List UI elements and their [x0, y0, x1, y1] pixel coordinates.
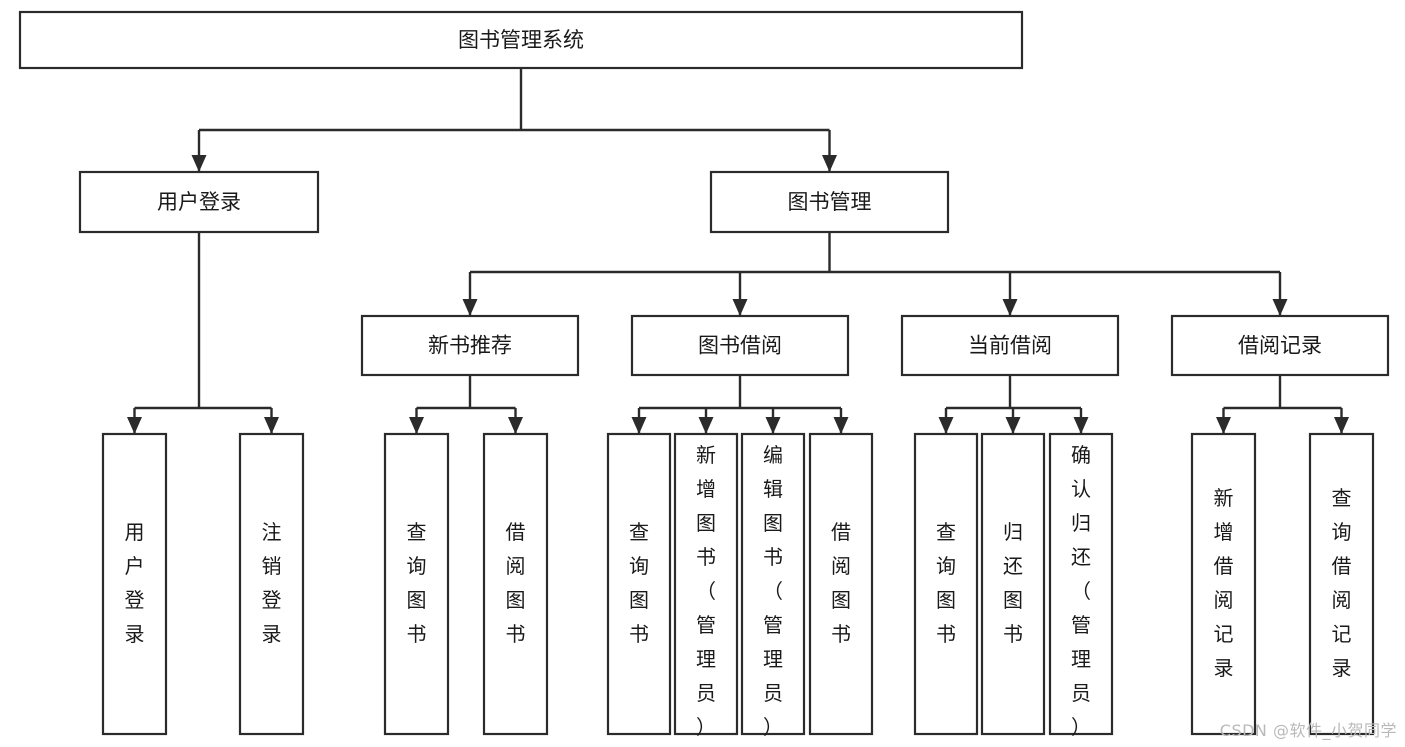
node-box-recommend-borrow-book	[482, 432, 549, 736]
node-label-user-login: 用户登录	[157, 190, 241, 214]
node-box-current-return-book	[980, 432, 1046, 736]
arrow-head-icon	[765, 417, 781, 434]
node-label-leaf-user-login: 用户登录	[125, 520, 145, 646]
node-leaf-user-logout[interactable]: 注销登录	[238, 432, 305, 736]
node-box-book-management	[709, 170, 950, 234]
arrow-head-icon	[732, 299, 748, 316]
watermark-text: CSDN @软件_小贺同学	[1219, 721, 1397, 740]
node-leaf-user-login[interactable]: 用户登录	[101, 432, 168, 736]
node-label-records-add-record: 新增借阅记录	[1214, 486, 1234, 680]
node-box-current-query-book	[913, 432, 979, 736]
node-box-records-add-record	[1190, 432, 1257, 736]
node-current-return-book[interactable]: 归还图书	[980, 432, 1046, 736]
node-box-borrow-edit-book	[740, 432, 806, 736]
arrow-head-icon	[698, 417, 714, 434]
node-label-new-book-recommend: 新书推荐	[428, 334, 512, 358]
node-box-borrow-records	[1170, 314, 1390, 377]
node-book-borrow[interactable]: 图书借阅	[630, 314, 850, 377]
node-label-records-query-record: 查询借阅记录	[1332, 486, 1352, 680]
node-current-query-book[interactable]: 查询图书	[913, 432, 979, 736]
node-label-borrow-records: 借阅记录	[1238, 334, 1322, 358]
node-box-current-confirm-return	[1048, 432, 1114, 736]
node-label-root: 图书管理系统	[458, 28, 584, 52]
node-label-current-query-book: 查询图书	[936, 520, 956, 646]
arrow-head-icon	[938, 417, 954, 434]
node-new-book-recommend[interactable]: 新书推荐	[360, 314, 580, 377]
arrow-head-icon	[1216, 417, 1231, 434]
node-label-borrow-edit-book: 编辑图书（管理员）	[763, 443, 783, 739]
node-box-new-book-recommend	[360, 314, 580, 377]
node-box-user-login	[78, 170, 320, 234]
node-label-recommend-query-book: 查询图书	[407, 520, 427, 646]
arrow-head-icon	[1272, 299, 1288, 316]
node-box-root	[18, 10, 1024, 70]
node-label-book-borrow: 图书借阅	[698, 334, 782, 358]
node-root[interactable]: 图书管理系统	[18, 10, 1024, 70]
arrow-head-icon	[833, 417, 849, 434]
node-box-book-borrow	[630, 314, 850, 377]
node-layer: 图书管理系统用户登录用户登录注销登录图书管理新书推荐查询图书借阅图书图书借阅查询…	[18, 10, 1390, 739]
node-book-management[interactable]: 图书管理	[709, 170, 950, 234]
node-box-borrow-query-book	[606, 432, 672, 736]
node-borrow-borrow-book[interactable]: 借阅图书	[808, 432, 874, 736]
node-label-leaf-user-logout: 注销登录	[262, 520, 282, 646]
arrow-head-icon	[191, 155, 207, 172]
arrow-head-icon	[1005, 417, 1021, 434]
node-box-leaf-user-logout	[238, 432, 305, 736]
node-recommend-query-book[interactable]: 查询图书	[383, 432, 450, 736]
node-label-borrow-add-book: 新增图书（管理员）	[696, 443, 716, 739]
arrow-head-icon	[1334, 417, 1349, 434]
arrow-head-icon	[1073, 417, 1089, 434]
node-borrow-add-book[interactable]: 新增图书（管理员）	[673, 432, 739, 739]
node-current-borrow[interactable]: 当前借阅	[900, 314, 1120, 377]
node-label-book-management: 图书管理	[788, 190, 872, 214]
node-label-recommend-borrow-book: 借阅图书	[506, 520, 526, 646]
node-current-confirm-return[interactable]: 确认归还（管理员）	[1048, 432, 1114, 739]
node-label-current-confirm-return: 确认归还（管理员）	[1071, 443, 1091, 739]
node-box-borrow-borrow-book	[808, 432, 874, 736]
node-label-current-return-book: 归还图书	[1003, 520, 1023, 646]
arrow-head-icon	[508, 417, 523, 434]
arrow-head-icon	[822, 155, 837, 172]
node-label-current-borrow: 当前借阅	[968, 334, 1052, 358]
arrow-head-icon	[127, 417, 142, 434]
arrow-head-icon	[1002, 299, 1018, 316]
node-label-borrow-borrow-book: 借阅图书	[831, 520, 851, 646]
connector-layer	[127, 68, 1349, 434]
arrow-head-icon	[462, 299, 478, 316]
node-box-recommend-query-book	[383, 432, 450, 736]
arrow-head-icon	[264, 417, 279, 434]
node-user-login[interactable]: 用户登录	[78, 170, 320, 234]
arrow-head-icon	[631, 417, 647, 434]
node-borrow-records[interactable]: 借阅记录	[1170, 314, 1390, 377]
node-records-add-record[interactable]: 新增借阅记录	[1190, 432, 1257, 736]
node-box-borrow-add-book	[673, 432, 739, 736]
node-box-records-query-record	[1308, 432, 1375, 736]
node-borrow-edit-book[interactable]: 编辑图书（管理员）	[740, 432, 806, 739]
arrow-head-icon	[409, 417, 424, 434]
node-borrow-query-book[interactable]: 查询图书	[606, 432, 672, 736]
node-box-current-borrow	[900, 314, 1120, 377]
node-recommend-borrow-book[interactable]: 借阅图书	[482, 432, 549, 736]
node-label-borrow-query-book: 查询图书	[629, 520, 649, 646]
node-records-query-record[interactable]: 查询借阅记录	[1308, 432, 1375, 736]
node-box-leaf-user-login	[101, 432, 168, 736]
